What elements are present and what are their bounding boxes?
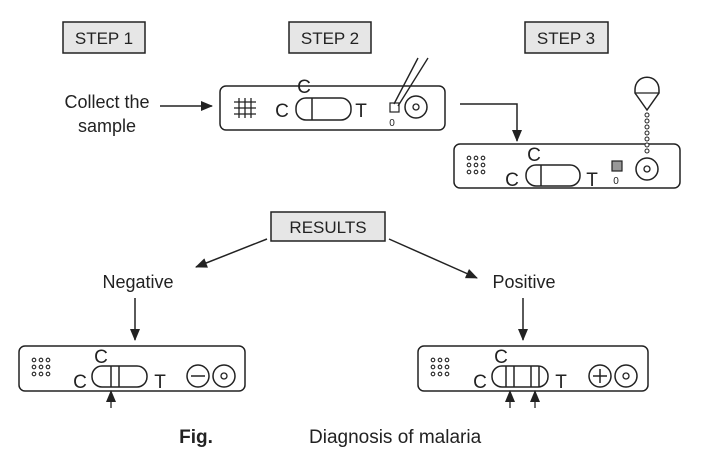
result-window	[295, 97, 352, 121]
test-letter: T	[355, 101, 367, 122]
negative-cassette: C C T	[18, 345, 246, 393]
sample-well-center	[220, 372, 228, 380]
sample-well-square-filled	[611, 160, 623, 172]
control-side-letter: C	[73, 372, 87, 393]
step2-cassette: C C T 0	[219, 77, 446, 131]
control-side-letter: C	[473, 372, 487, 393]
results-label: RESULTS	[270, 211, 386, 242]
step-1-label: STEP 1	[62, 21, 146, 54]
control-letter: C	[527, 145, 541, 166]
step2-to-step3-arrow	[460, 103, 522, 142]
well-mark: 0	[389, 118, 395, 129]
well-mark: 0	[613, 176, 619, 187]
drop-trail	[644, 112, 650, 154]
test-letter: T	[555, 372, 567, 393]
grid-icon	[234, 98, 256, 118]
svg-text:STEP 2: STEP 2	[301, 29, 359, 48]
positive-label: Positive	[492, 272, 555, 292]
dots-icon	[466, 155, 486, 175]
collect-label-line1: Collect the	[64, 92, 149, 112]
arrow-to-negative	[195, 238, 268, 268]
result-window	[525, 164, 581, 187]
sample-well-square	[389, 102, 400, 113]
control-side-letter: C	[505, 170, 519, 191]
arrow-to-positive	[388, 238, 478, 279]
negative-label: Negative	[102, 272, 173, 292]
svg-text:RESULTS: RESULTS	[289, 218, 366, 237]
collect-label-line2: sample	[78, 116, 136, 136]
dropper-icon	[634, 76, 660, 112]
step-2-label: STEP 2	[288, 21, 372, 54]
sample-well-center	[622, 372, 630, 380]
sample-well-center	[412, 103, 420, 111]
control-side-letter: C	[275, 101, 289, 122]
control-letter: C	[297, 77, 311, 98]
control-letter: C	[494, 347, 508, 368]
step-3-label: STEP 3	[524, 21, 609, 54]
svg-text:STEP 3: STEP 3	[537, 29, 595, 48]
dots-icon	[430, 357, 450, 377]
test-letter: T	[154, 372, 166, 393]
test-letter: T	[586, 170, 598, 191]
positive-cassette: C C T	[417, 345, 649, 393]
sample-well-center	[643, 165, 651, 173]
pipette-tube-icon	[393, 57, 429, 107]
figure-label: Fig.	[179, 427, 213, 448]
dots-icon	[31, 357, 51, 377]
svg-text:STEP 1: STEP 1	[75, 29, 133, 48]
step3-cassette: C C T 0	[453, 143, 681, 191]
figure-title: Diagnosis of malaria	[309, 427, 482, 448]
control-letter: C	[94, 347, 108, 368]
